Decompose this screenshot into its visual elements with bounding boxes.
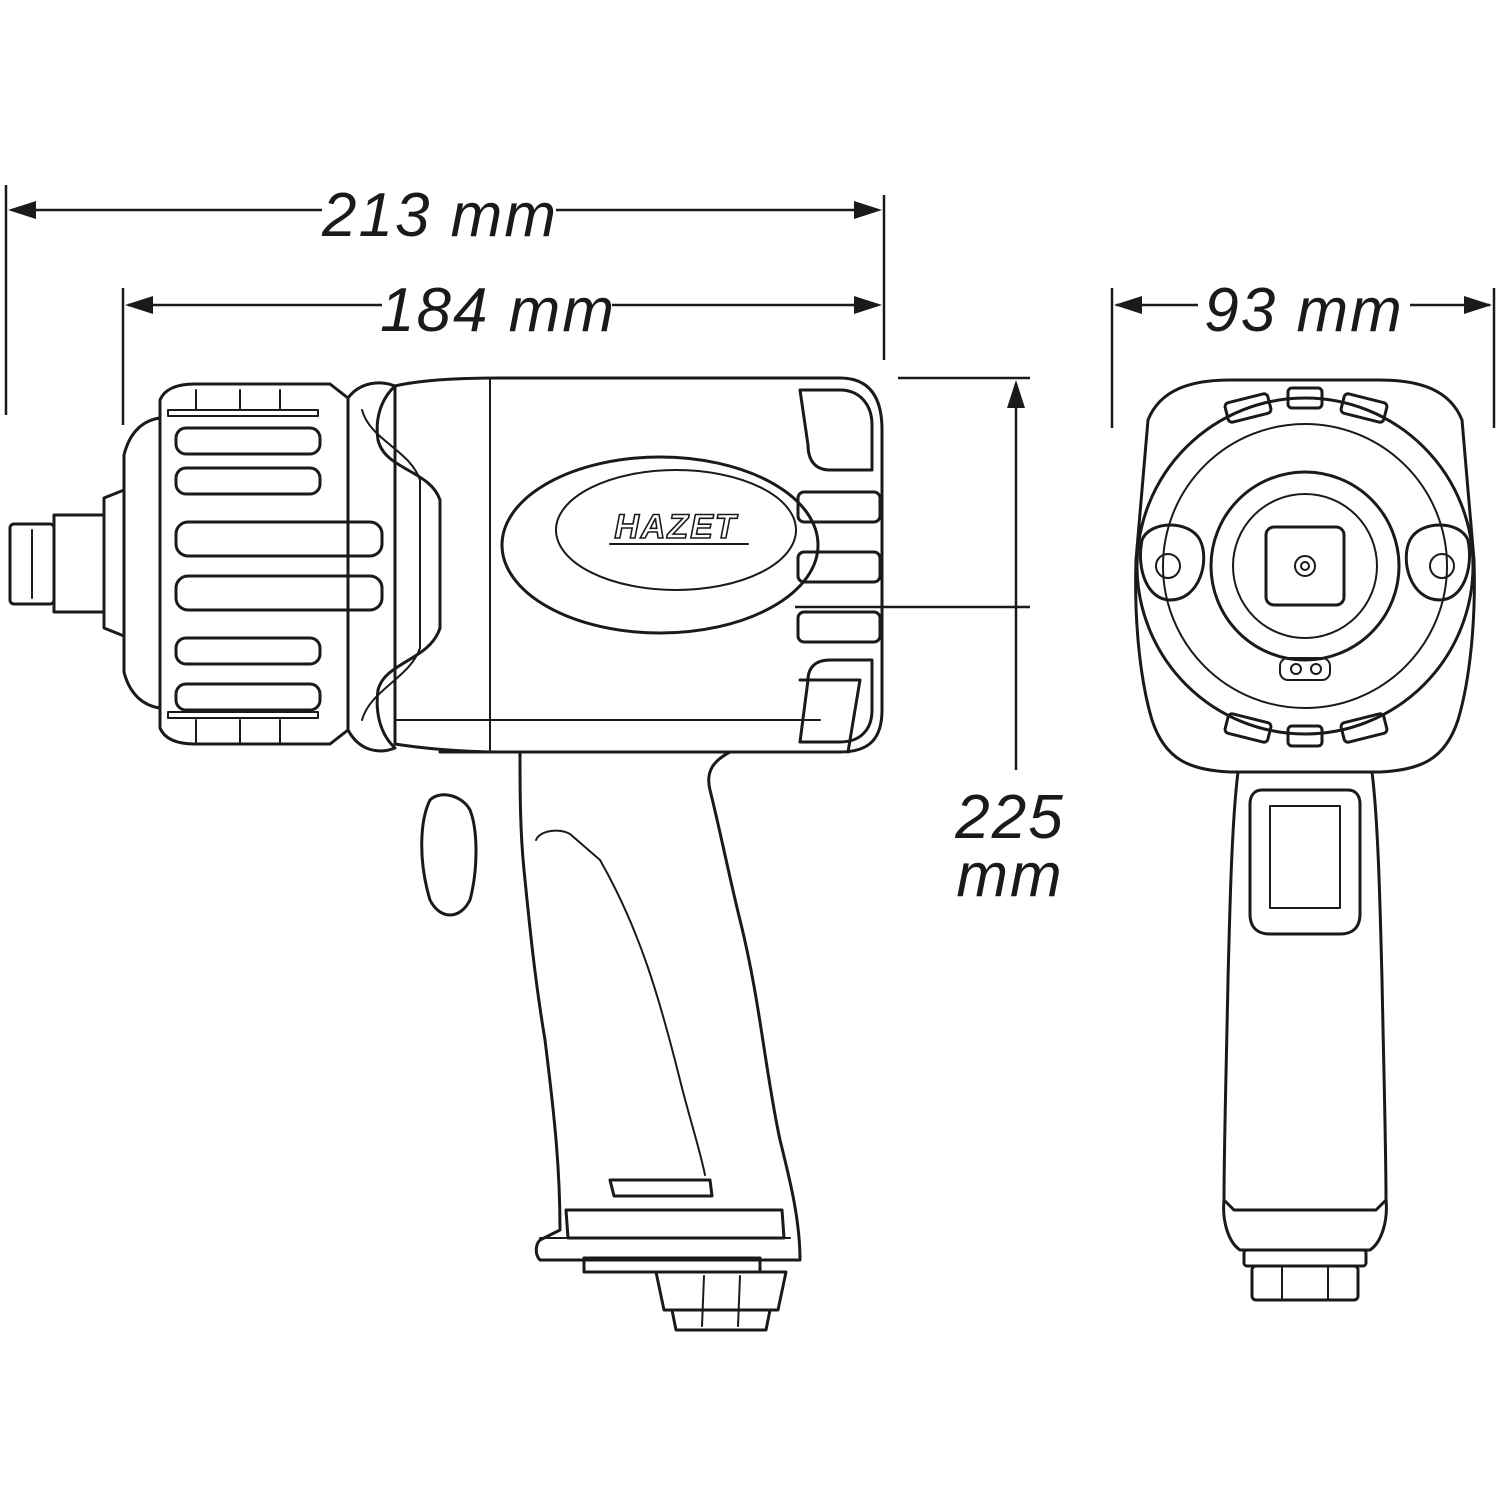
front-ring-inner — [1209, 470, 1401, 662]
front-view — [1134, 378, 1476, 1302]
logo-ellipse-inner — [555, 469, 797, 591]
dimension-label-body-length: 184 mm — [380, 276, 616, 345]
front-grip — [1222, 770, 1388, 1212]
arrow-right-icon — [854, 296, 882, 314]
arrow-left-icon — [8, 201, 36, 219]
logo-ellipse-outer — [500, 455, 820, 635]
indicator-dot — [1310, 663, 1322, 675]
ear-left — [1138, 523, 1206, 602]
dimension-label-width: 93 mm — [1204, 276, 1403, 345]
front-trigger — [1269, 805, 1341, 909]
motor-housing — [393, 376, 884, 754]
arrow-top-icon — [1007, 380, 1025, 408]
housing-edge — [167, 409, 319, 417]
front-grip-base — [1222, 1198, 1388, 1252]
arrow-right-icon — [1464, 296, 1492, 314]
grip-base — [564, 1208, 786, 1240]
hammer-case — [122, 382, 384, 746]
air-inlet-nut — [654, 1270, 788, 1312]
dimension-overall-length: 213 mm — [4, 181, 886, 415]
front-trigger-slot — [1248, 788, 1362, 936]
air-inlet-fitting — [670, 1308, 772, 1332]
rear-vent — [796, 610, 882, 644]
rear-cap-bottom — [798, 658, 874, 744]
front-vent — [1339, 392, 1389, 424]
front-inlet-flange — [1242, 1248, 1368, 1268]
dimension-height: 225 mm — [795, 376, 1064, 910]
nut-flat — [737, 1275, 741, 1327]
front-ring-middle — [1162, 423, 1448, 709]
grip-contour — [535, 829, 706, 1176]
shoulder-grip — [346, 381, 442, 753]
front-vent — [1339, 712, 1389, 744]
arrow-left-icon — [1114, 296, 1142, 314]
housing-edge — [167, 711, 319, 719]
housing-detail — [195, 389, 281, 411]
front-ring-outer — [1135, 396, 1475, 736]
arrow-left-icon — [125, 296, 153, 314]
rear-vent — [796, 490, 882, 524]
nut-flat — [701, 1275, 705, 1327]
rib — [174, 636, 322, 666]
housing-shoulder — [346, 381, 442, 753]
drive-collar — [1232, 493, 1378, 639]
rib — [174, 574, 384, 612]
shoulder-inner — [361, 409, 421, 721]
rib — [174, 682, 322, 712]
dimension-width: 93 mm — [1110, 276, 1496, 428]
front-vent — [1223, 712, 1273, 744]
rear-bumper — [798, 678, 862, 754]
indicator-window — [1279, 657, 1331, 681]
trigger — [420, 793, 478, 917]
side-view: HAZET — [8, 376, 884, 1332]
indicator-dot — [1290, 663, 1302, 675]
dimension-body-length: 184 mm — [121, 276, 882, 425]
grip-body — [438, 750, 802, 1262]
motor-body — [393, 376, 884, 754]
housing-detail — [195, 719, 281, 743]
drive-center — [1294, 555, 1316, 577]
front-inlet-nut — [1250, 1264, 1360, 1302]
anvil-shaft — [52, 513, 106, 614]
front-vent — [1223, 392, 1273, 424]
anvil-collar — [102, 488, 126, 638]
drive-center-dot — [1300, 561, 1310, 571]
rib — [174, 520, 384, 558]
front-nose — [122, 416, 162, 710]
rib — [174, 426, 322, 456]
square-drive-anvil — [8, 488, 126, 638]
screw-left-icon — [1155, 553, 1181, 579]
front-housing-outline — [1134, 378, 1476, 774]
front-vent — [1286, 386, 1324, 410]
square-drive — [1264, 525, 1346, 607]
rear-cap-top — [798, 388, 874, 472]
screw-right-icon — [1429, 553, 1455, 579]
brand-logo: HAZET — [614, 508, 739, 546]
dimension-label-overall-length: 213 mm — [321, 181, 558, 250]
front-vent — [1286, 724, 1324, 748]
arrow-right-icon — [854, 201, 882, 219]
ear-right — [1404, 523, 1472, 602]
pistol-grip — [420, 750, 802, 1332]
rear-vent — [796, 550, 882, 584]
logo-badge: HAZET — [500, 455, 820, 635]
dimension-label-height-value: 225 — [954, 783, 1064, 852]
rib — [174, 466, 322, 496]
grip-base-plate — [608, 1178, 714, 1198]
dimension-label-height-unit: mm — [956, 841, 1063, 910]
